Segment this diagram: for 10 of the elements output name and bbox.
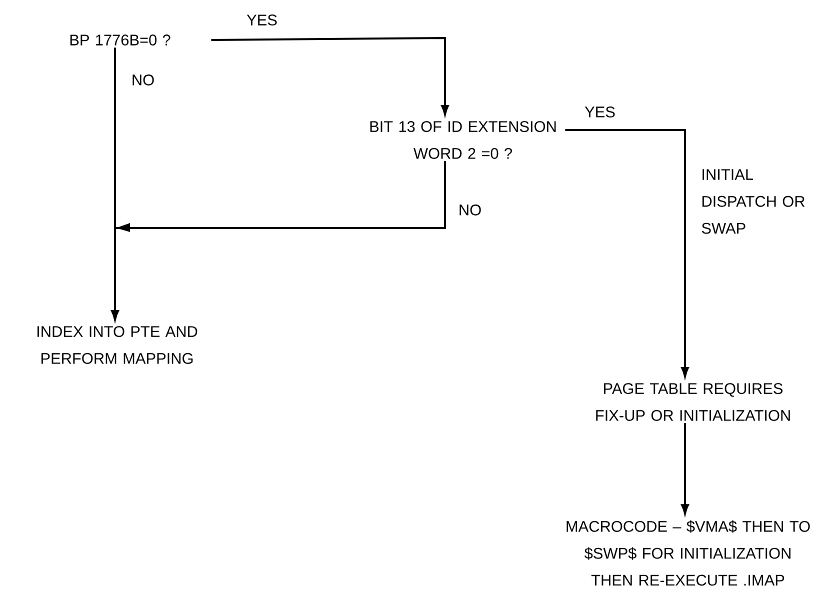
step-text: BP 1776B=0 ? xyxy=(70,34,170,46)
step-text: INDEX INTO PTE AND PERFORM MAPPING xyxy=(38,326,198,364)
edge-label: YES xyxy=(584,106,616,118)
step-text: BIT 13 OF ID EXTENSION WORD 2 =0 ? xyxy=(370,121,556,159)
step-text: MACROCODE – $VMA$ THEN TO $SWP$ FOR INITIALIZATION THEN RE-EXECUTE .IMAP xyxy=(566,520,810,586)
edge-label: NO xyxy=(457,204,483,216)
step-text: PAGE TABLE REQUIRES FIX-UP OR INITIALIZATION xyxy=(596,383,790,421)
edge-label: NO xyxy=(130,74,156,86)
note-text: INITIAL DISPATCH OR SWAP xyxy=(702,169,805,234)
edge-label: YES xyxy=(246,14,278,26)
